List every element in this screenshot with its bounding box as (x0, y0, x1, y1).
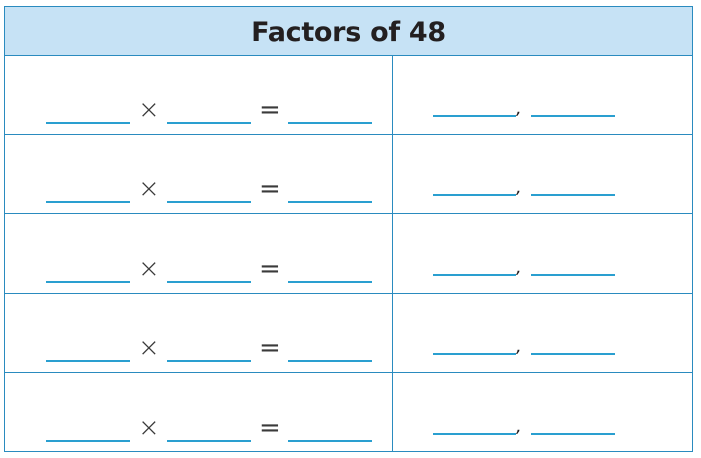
equals-sign: = (259, 254, 281, 284)
times-sign: × (138, 174, 160, 204)
column-divider (392, 56, 393, 451)
product-blank[interactable] (288, 360, 372, 362)
factor-pair-first-blank[interactable] (433, 194, 516, 196)
equals-sign: = (259, 333, 281, 363)
comma: , (516, 416, 522, 437)
factor-pair-second-blank[interactable] (531, 433, 615, 435)
equals-sign: = (259, 95, 281, 125)
factor-pair-first-blank[interactable] (433, 353, 516, 355)
factor2-blank[interactable] (167, 122, 251, 124)
factor2-blank[interactable] (167, 360, 251, 362)
product-blank[interactable] (288, 201, 372, 203)
table-row: × =, (5, 56, 692, 135)
comma: , (516, 257, 522, 278)
factor-pair-first-blank[interactable] (433, 115, 516, 117)
comma: , (516, 177, 522, 198)
factor1-blank[interactable] (46, 201, 130, 203)
factor1-blank[interactable] (46, 440, 130, 442)
factor-pair-second-blank[interactable] (531, 194, 615, 196)
product-blank[interactable] (288, 281, 372, 283)
times-sign: × (138, 413, 160, 443)
factor1-blank[interactable] (46, 281, 130, 283)
product-blank[interactable] (288, 122, 372, 124)
equals-sign: = (259, 174, 281, 204)
factor2-blank[interactable] (167, 281, 251, 283)
factor2-blank[interactable] (167, 440, 251, 442)
factor-pair-second-blank[interactable] (531, 115, 615, 117)
table-row: × =, (5, 135, 692, 214)
factors-table: Factors of 48 × =, × =, × =, × =, × =, (4, 6, 693, 452)
table-row: × =, (5, 374, 692, 452)
factor1-blank[interactable] (46, 360, 130, 362)
table-title: Factors of 48 (251, 16, 446, 48)
product-blank[interactable] (288, 440, 372, 442)
factor-pair-first-blank[interactable] (433, 433, 516, 435)
equals-sign: = (259, 413, 281, 443)
comma: , (516, 98, 522, 119)
times-sign: × (138, 95, 160, 125)
times-sign: × (138, 333, 160, 363)
factor-pair-second-blank[interactable] (531, 353, 615, 355)
table-header: Factors of 48 (5, 7, 692, 56)
factor-pair-first-blank[interactable] (433, 274, 516, 276)
factor1-blank[interactable] (46, 122, 130, 124)
factor2-blank[interactable] (167, 201, 251, 203)
comma: , (516, 336, 522, 357)
times-sign: × (138, 254, 160, 284)
table-row: × =, (5, 294, 692, 373)
table-row: × =, (5, 215, 692, 294)
factor-pair-second-blank[interactable] (531, 274, 615, 276)
